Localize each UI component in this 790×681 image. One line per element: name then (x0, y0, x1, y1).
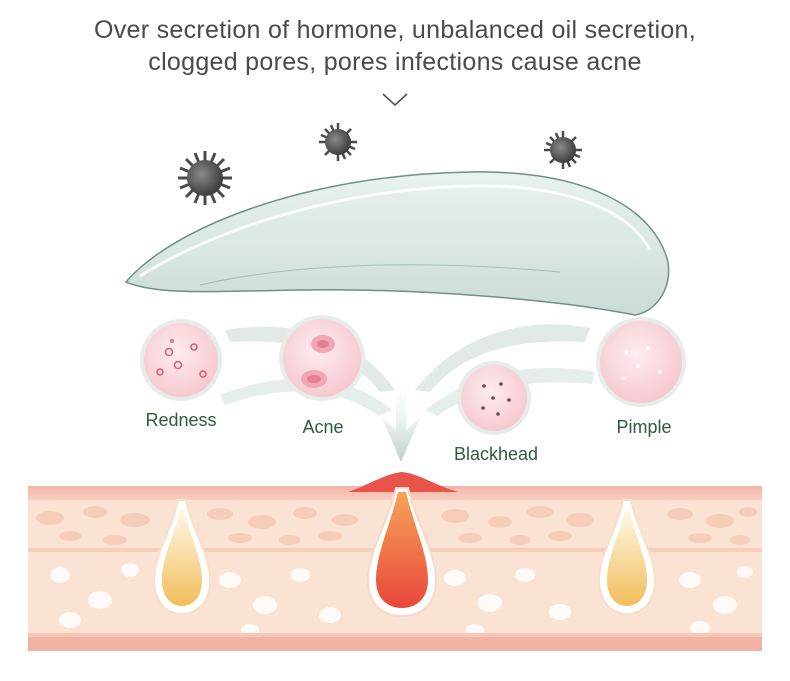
label-redness: Redness (145, 410, 217, 430)
arrow-icon (220, 324, 595, 416)
arrow-icon (382, 372, 420, 462)
bacteria-icon (544, 131, 582, 169)
follicle-right (597, 499, 657, 616)
pimple-circle (596, 317, 686, 407)
acne-circle (279, 315, 365, 401)
bacteria-icon (178, 151, 232, 205)
blackhead-circle (457, 361, 531, 435)
oil-shield-icon (124, 171, 670, 316)
label-blackhead: Blackhead (453, 444, 539, 464)
label-pimple: Pimple (616, 417, 672, 437)
bacteria-icon (319, 123, 357, 161)
redness-circle (140, 319, 222, 401)
follicle-left (152, 499, 212, 616)
follicle-inflamed (366, 487, 438, 618)
inflamed-pore (348, 472, 458, 492)
label-acne: Acne (302, 417, 344, 437)
headline-line-2: clogged pores, pores infections cause ac… (148, 48, 642, 76)
chevron-down-icon (382, 93, 408, 107)
headline-line-1: Over secretion of hormone, unbalanced oi… (93, 16, 697, 44)
